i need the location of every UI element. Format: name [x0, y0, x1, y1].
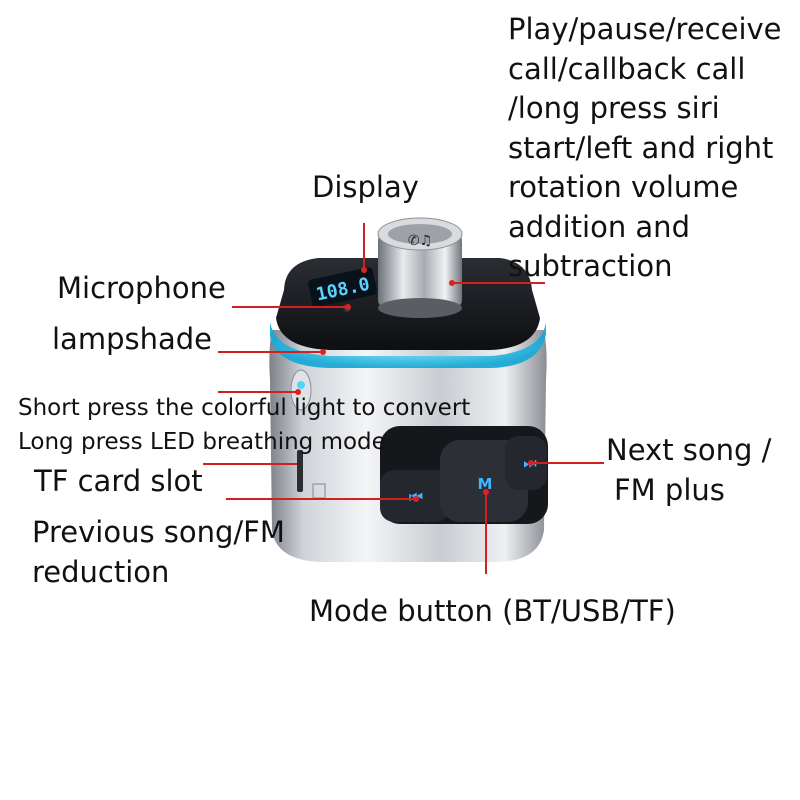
- label-next-line: FM plus: [614, 473, 725, 507]
- label-short-press: Short press the colorful light to conver…: [18, 395, 471, 421]
- tf-card-slot: [297, 450, 303, 492]
- label-mode: Mode button (BT/USB/TF): [309, 594, 676, 628]
- label-play-pause-line: addition and: [508, 209, 690, 244]
- label-play-pause-line: /long press siri: [508, 91, 720, 125]
- label-play-pause-line: subtraction: [508, 249, 673, 283]
- label-display: Display: [312, 170, 419, 204]
- label-play-pause-line: Play/pause/receive: [508, 12, 782, 46]
- side-light-button: [290, 369, 312, 411]
- label-next-line: Next song /: [606, 433, 772, 467]
- label-play-pause: Play/pause/receive call/callback call /l…: [508, 10, 782, 287]
- label-next: Next song / FM plus: [606, 430, 771, 510]
- knob: [378, 232, 462, 308]
- label-play-pause-line: start/left and right: [508, 130, 774, 165]
- next-button: [505, 436, 547, 490]
- label-previous: Previous song/FM reduction: [32, 512, 285, 592]
- label-previous-line: Previous song/FM: [32, 515, 285, 549]
- label-play-pause-line: call/callback call: [508, 51, 746, 86]
- label-play-pause-line: rotation volume: [508, 170, 739, 204]
- mode-m-icon: M: [478, 475, 493, 493]
- label-microphone: Microphone: [57, 271, 226, 305]
- phone-music-icon: ✆♫: [408, 233, 432, 249]
- label-long-press: Long press LED breathing mode: [18, 429, 386, 455]
- light-ring: [270, 322, 546, 368]
- label-tf-card-slot: TF card slot: [34, 464, 203, 498]
- label-previous-line: reduction: [32, 555, 170, 589]
- prev-button: [380, 470, 450, 522]
- label-lampshade: lampshade: [52, 322, 212, 356]
